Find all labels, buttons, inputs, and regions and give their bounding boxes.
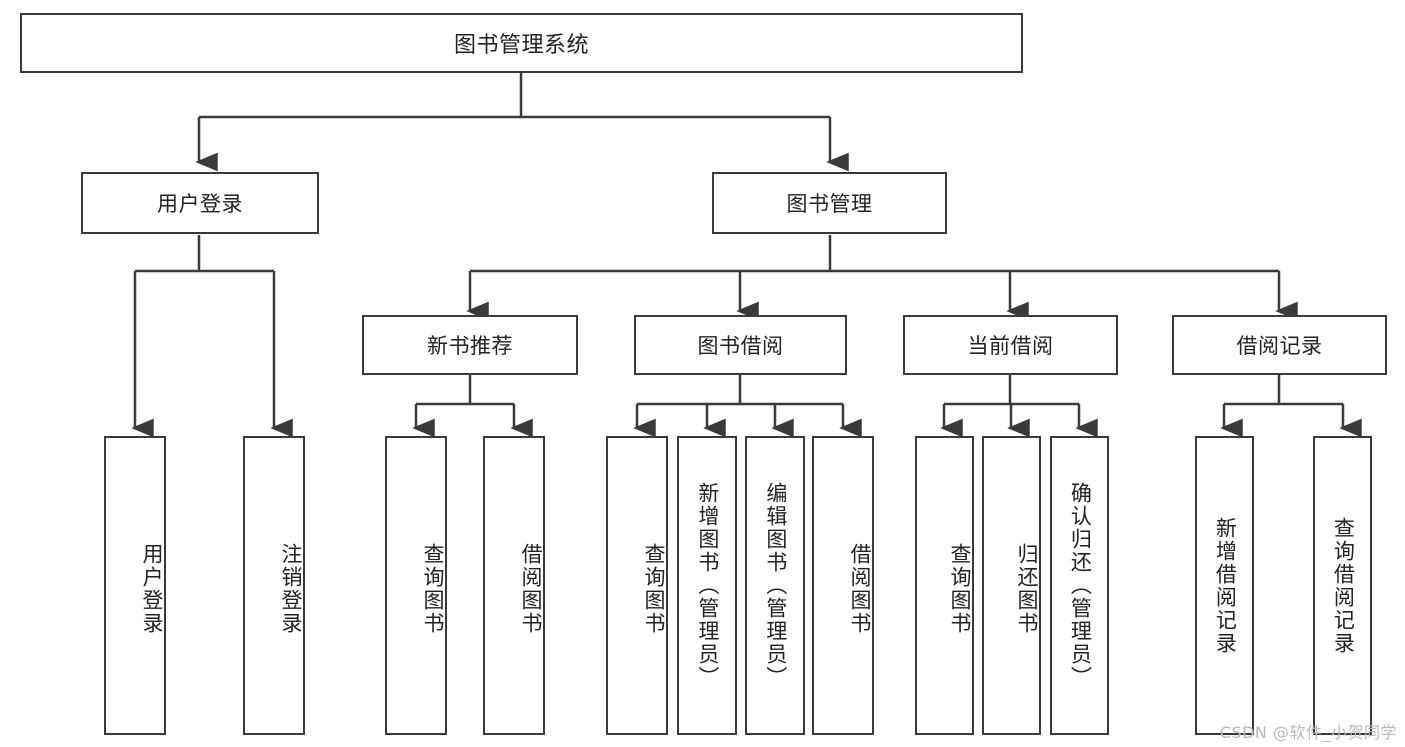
node-root-system[interactable]: 图书管理系统 [20, 13, 1023, 73]
node-label: 新增图书（管理员） [695, 482, 720, 689]
node-leaf-edit-book[interactable]: 编辑图书（管理员） [745, 436, 805, 735]
node-leaf-query-record[interactable]: 查询借阅记录 [1313, 436, 1372, 735]
node-label: 查询图书 [642, 542, 666, 635]
node-leaf-query-book-1[interactable]: 查询图书 [385, 436, 447, 735]
node-label: 确认归还（管理员） [1068, 482, 1093, 689]
node-label: 编辑图书（管理员） [763, 482, 788, 689]
node-leaf-return-book[interactable]: 归还图书 [982, 436, 1041, 735]
node-label: 图书借阅 [697, 334, 784, 358]
node-borrow-record[interactable]: 借阅记录 [1172, 315, 1387, 375]
node-label: 新书推荐 [427, 334, 513, 358]
node-label: 当前借阅 [967, 334, 1054, 358]
node-book-management[interactable]: 图书管理 [712, 172, 947, 234]
node-label: 图书管理系统 [453, 33, 589, 58]
node-leaf-logout[interactable]: 注销登录 [243, 436, 305, 735]
node-label: 查询图书 [421, 542, 445, 635]
node-label: 借阅记录 [1236, 334, 1323, 358]
node-label: 注销登录 [279, 542, 303, 635]
node-label: 用户登录 [140, 542, 164, 635]
node-leaf-borrow-book-2[interactable]: 借阅图书 [812, 436, 874, 735]
node-leaf-confirm-return[interactable]: 确认归还（管理员） [1050, 436, 1109, 735]
node-label: 借阅图书 [519, 542, 543, 635]
node-leaf-query-book-2[interactable]: 查询图书 [606, 436, 668, 735]
node-leaf-borrow-book-1[interactable]: 借阅图书 [483, 436, 545, 735]
node-leaf-user-login[interactable]: 用户登录 [104, 436, 166, 735]
node-current-borrow[interactable]: 当前借阅 [903, 315, 1118, 375]
node-leaf-add-book[interactable]: 新增图书（管理员） [677, 436, 737, 735]
node-label: 借阅图书 [848, 542, 872, 635]
node-leaf-add-record[interactable]: 新增借阅记录 [1195, 436, 1254, 735]
node-leaf-query-book-3[interactable]: 查询图书 [915, 436, 974, 735]
node-label: 查询图书 [948, 542, 972, 635]
node-book-borrow[interactable]: 图书借阅 [634, 315, 847, 375]
node-label: 归还图书 [1015, 542, 1039, 635]
node-label: 图书管理 [786, 192, 873, 216]
node-label: 查询借阅记录 [1331, 516, 1356, 655]
node-label: 用户登录 [157, 192, 243, 216]
node-user-login[interactable]: 用户登录 [81, 172, 319, 234]
node-label: 新增借阅记录 [1213, 516, 1238, 655]
node-new-book-recommend[interactable]: 新书推荐 [362, 315, 578, 375]
